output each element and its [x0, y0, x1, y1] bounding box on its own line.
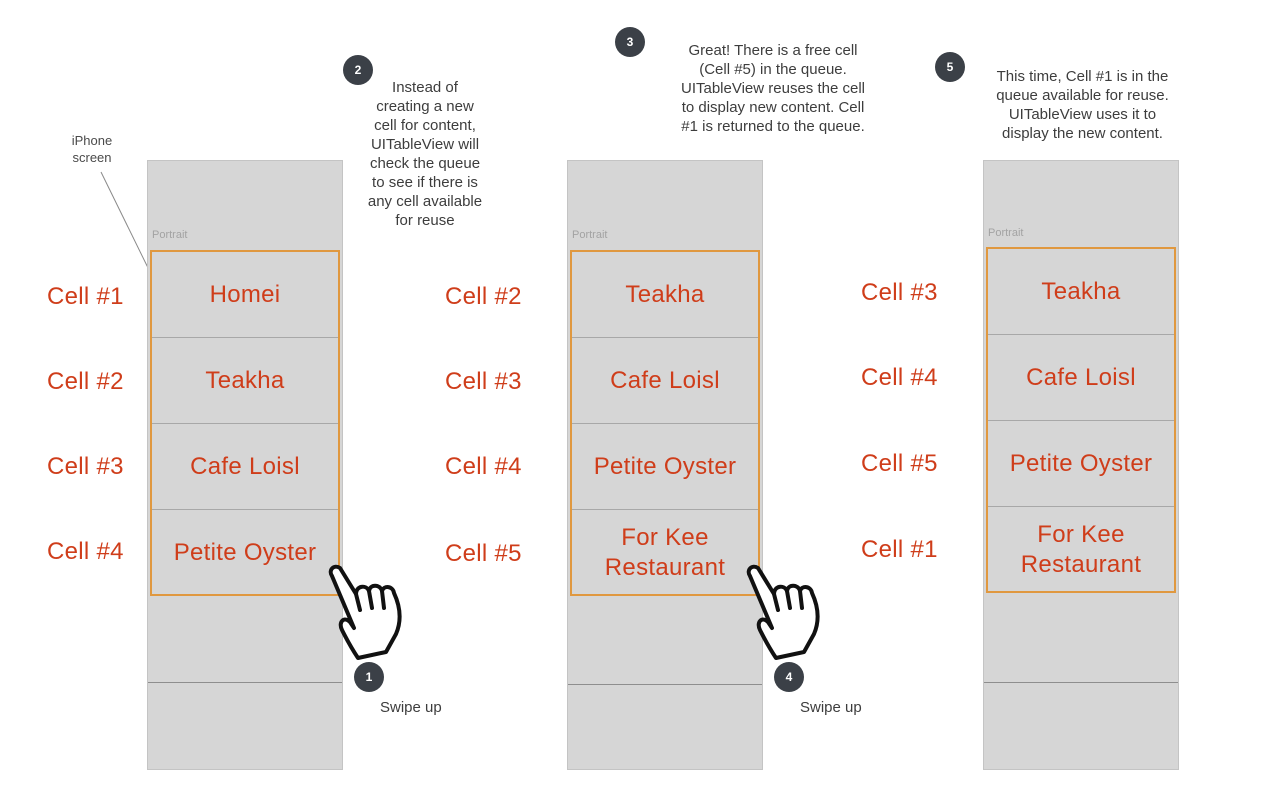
row-label: Cell #4 — [861, 364, 938, 391]
table-cell[interactable]: Teakha — [152, 338, 338, 424]
step-1-swipe-label: Swipe up — [380, 699, 442, 716]
cell-separator — [568, 684, 762, 685]
swipe-hand-icon — [746, 564, 820, 660]
step-2-note: Instead of creating a new cell for conte… — [367, 79, 483, 229]
row-label: Cell #4 — [47, 538, 124, 565]
table-cell[interactable]: Petite Oyster — [173, 539, 317, 566]
visible-cells-frame: Homei Teakha Cafe Loisl Petite Oyster — [150, 250, 340, 596]
row-label: Cell #3 — [47, 453, 124, 480]
table-cell[interactable]: Petite Oyster — [572, 424, 758, 510]
row-label: Cell #5 — [445, 540, 522, 567]
step-4-swipe-label: Swipe up — [800, 699, 862, 716]
table-cell[interactable]: Homei — [152, 252, 338, 338]
row-label: Cell #3 — [445, 368, 522, 395]
step-5-badge: 5 — [935, 52, 965, 82]
table-cell[interactable]: Petite Oyster — [988, 421, 1174, 507]
iphone-screen-1: Portrait Homei Teakha Cafe Loisl Petite … — [147, 160, 343, 770]
swipe-hand-icon — [328, 564, 402, 660]
row-label: Cell #2 — [47, 368, 124, 395]
step-1-badge: 1 — [354, 662, 384, 692]
table-cell[interactable]: Teakha — [572, 252, 758, 338]
portrait-label: Portrait — [152, 229, 188, 241]
iphone-screen-2: Portrait Teakha Cafe Loisl Petite Oyster… — [567, 160, 763, 770]
step-3-badge: 3 — [615, 27, 645, 57]
portrait-label: Portrait — [988, 227, 1024, 239]
cell-separator — [148, 682, 342, 683]
table-cell[interactable]: Cafe Loisl — [152, 424, 338, 510]
iphone-screen-label: iPhone screen — [71, 133, 113, 165]
iphone-screen-3: Portrait Teakha Cafe Loisl Petite Oyster… — [983, 160, 1179, 770]
step-4-badge: 4 — [774, 662, 804, 692]
table-cell[interactable]: Cafe Loisl — [572, 338, 758, 424]
row-label: Cell #4 — [445, 453, 522, 480]
row-label: Cell #5 — [861, 450, 938, 477]
step-5-note: This time, Cell #1 is in the queue avail… — [996, 68, 1169, 142]
row-label: Cell #3 — [861, 279, 938, 306]
portrait-label: Portrait — [572, 229, 608, 241]
step-3-note: Great! There is a free cell (Cell #5) in… — [681, 42, 865, 135]
row-label: Cell #1 — [861, 536, 938, 563]
cell-separator — [984, 682, 1178, 683]
table-cell[interactable]: Teakha — [988, 249, 1174, 335]
step-2-badge: 2 — [343, 55, 373, 85]
table-cell[interactable]: For Kee Restaurant — [604, 524, 726, 581]
row-label: Cell #2 — [445, 283, 522, 310]
visible-cells-frame: Teakha Cafe Loisl Petite Oyster For Kee … — [570, 250, 760, 596]
visible-cells-frame: Teakha Cafe Loisl Petite Oyster For Kee … — [986, 247, 1176, 593]
row-label: Cell #1 — [47, 283, 124, 310]
table-cell[interactable]: For Kee Restaurant — [1020, 521, 1142, 578]
table-cell[interactable]: Cafe Loisl — [988, 335, 1174, 421]
